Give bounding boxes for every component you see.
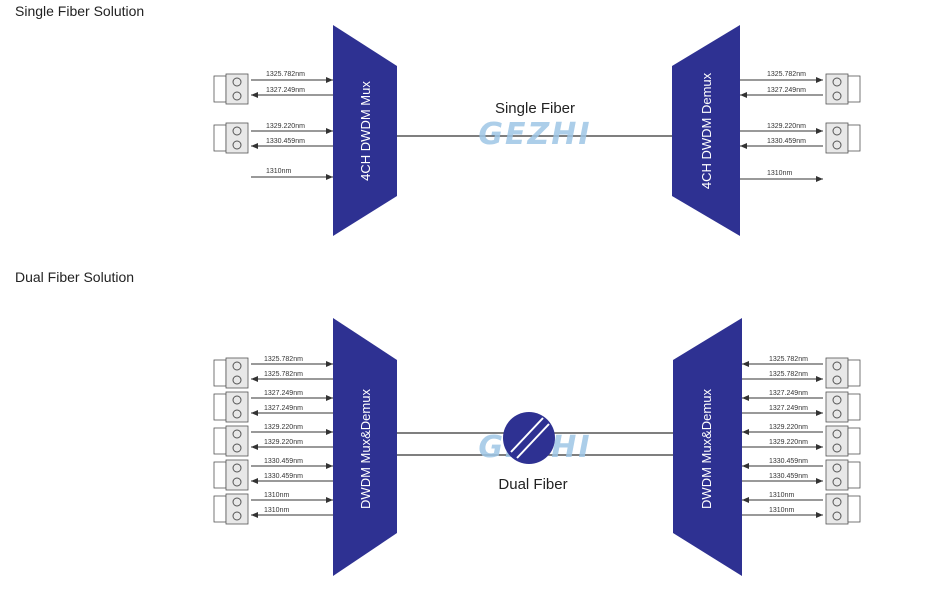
- dual-right-transceiver-1: [825, 357, 861, 389]
- single-mux-block: [333, 25, 397, 236]
- single-left-wl-2: 1327.249nm: [266, 87, 305, 94]
- single-demux-label: 4CH DWDM Demux: [699, 72, 714, 189]
- single-right-transceiver-1: [825, 73, 861, 105]
- dual-left-wl-2: 1325.782nm: [264, 371, 303, 378]
- single-left-wl-1: 1325.782nm: [266, 71, 305, 78]
- dual-right-transceiver-3: [825, 425, 861, 457]
- single-mux-label: 4CH DWDM Mux: [358, 81, 373, 181]
- dual-left-transceiver-1: [213, 357, 249, 389]
- dual-fiber-heading: Dual Fiber Solution: [15, 269, 135, 285]
- single-right-wl-1: 1325.782nm: [767, 71, 806, 78]
- dual-left-label: DWDM Mux&Demux: [358, 389, 373, 509]
- single-demux-block: [672, 25, 740, 236]
- single-right-wl-5: 1310nm: [767, 170, 792, 177]
- single-fiber-heading: Single Fiber Solution: [15, 3, 145, 19]
- dual-right-wl-3: 1327.249nm: [769, 390, 808, 397]
- dual-left-transceiver-3: [213, 425, 249, 457]
- dual-right-wl-5: 1329.220nm: [769, 424, 808, 431]
- single-left-transceiver-1: [213, 73, 249, 105]
- dual-left-wl-1: 1325.782nm: [264, 356, 303, 363]
- dual-left-wl-6: 1329.220nm: [264, 439, 303, 446]
- single-right-wl-3: 1329.220nm: [767, 123, 806, 130]
- dual-left-block: [333, 318, 397, 576]
- dual-fiber-label: Dual Fiber: [498, 476, 567, 493]
- single-left-wl-3: 1329.220nm: [266, 123, 305, 130]
- dual-right-wl-1: 1325.782nm: [769, 356, 808, 363]
- dual-left-transceiver-4: [213, 459, 249, 491]
- dual-right-wl-7: 1330.459nm: [769, 458, 808, 465]
- single-left-transceiver-2: [213, 122, 249, 154]
- dual-right-wl-10: 1310nm: [769, 507, 794, 514]
- dual-left-wl-9: 1310nm: [264, 492, 289, 499]
- dual-left-transceiver-5: [213, 493, 249, 525]
- dual-right-wl-8: 1330.459nm: [769, 473, 808, 480]
- dual-right-wl-4: 1327.249nm: [769, 405, 808, 412]
- fiber-cross-section-icon: [503, 412, 555, 464]
- dual-right-wl-9: 1310nm: [769, 492, 794, 499]
- dual-left-ports: 1325.782nm 1325.782nm 1327.249nm 1327.249nm…: [213, 356, 333, 525]
- dual-left-transceiver-2: [213, 391, 249, 423]
- single-right-wl-2: 1327.249nm: [767, 87, 806, 94]
- dual-left-wl-7: 1330.459nm: [264, 458, 303, 465]
- dual-right-transceiver-5: [825, 493, 861, 525]
- single-left-wl-5: 1310nm: [266, 168, 291, 175]
- dual-right-wl-6: 1329.220nm: [769, 439, 808, 446]
- dual-right-wl-2: 1325.782nm: [769, 371, 808, 378]
- single-fiber-label: Single Fiber: [495, 100, 575, 117]
- single-right-wl-4: 1330.459nm: [767, 138, 806, 145]
- dual-right-ports: 1325.782nm 1325.782nm 1327.249nm 1327.249nm…: [742, 356, 861, 525]
- dual-right-transceiver-4: [825, 459, 861, 491]
- dual-right-transceiver-2: [825, 391, 861, 423]
- single-left-wl-4: 1330.459nm: [266, 138, 305, 145]
- single-watermark: GEZHI: [478, 117, 591, 152]
- dual-left-wl-3: 1327.249nm: [264, 390, 303, 397]
- dual-left-wl-8: 1330.459nm: [264, 473, 303, 480]
- single-right-transceiver-2: [825, 122, 861, 154]
- dual-left-wl-5: 1329.220nm: [264, 424, 303, 431]
- dual-left-wl-10: 1310nm: [264, 507, 289, 514]
- dual-left-wl-4: 1327.249nm: [264, 405, 303, 412]
- dual-right-label: DWDM Mux&Demux: [699, 389, 714, 509]
- dual-right-block: [673, 318, 742, 576]
